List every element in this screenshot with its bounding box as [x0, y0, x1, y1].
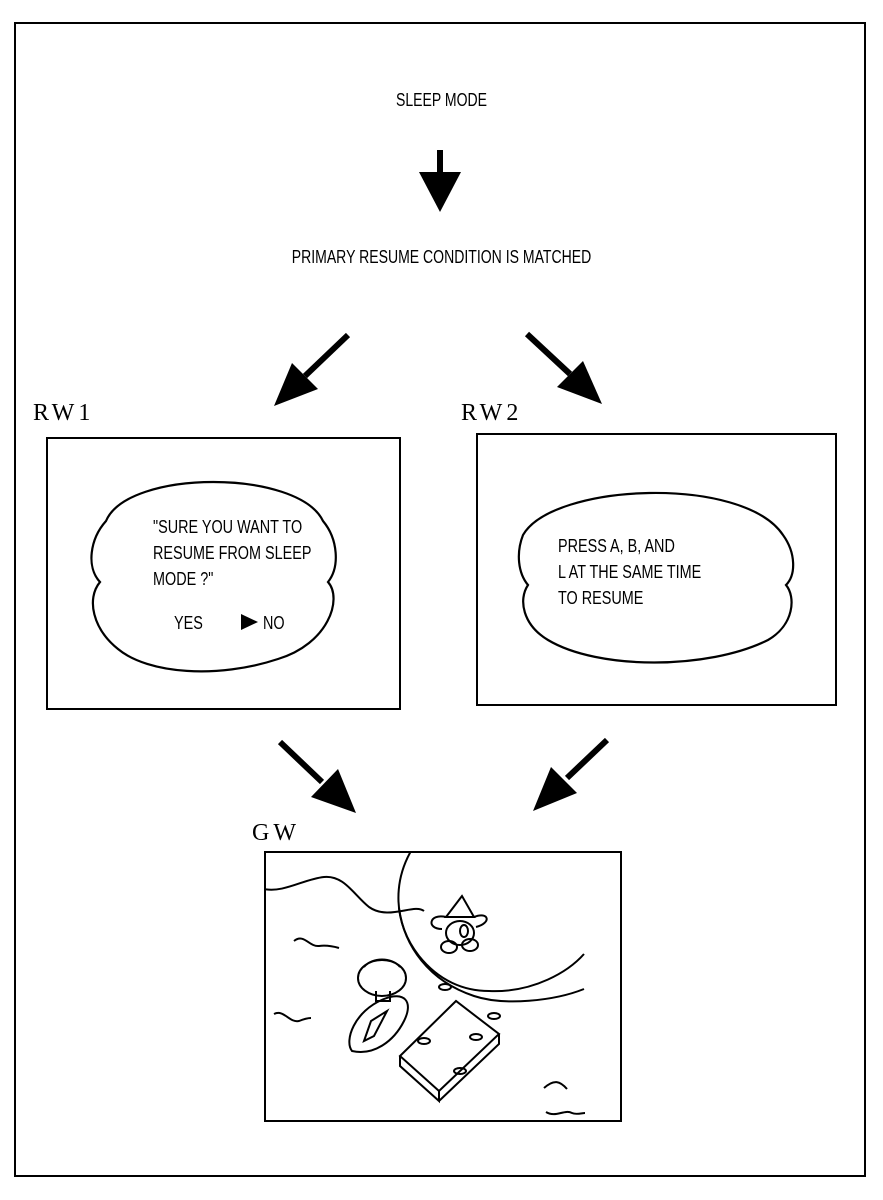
- message-line: L AT THE SAME TIME: [558, 562, 702, 582]
- no-option[interactable]: NO: [263, 613, 285, 633]
- arrow-down-right-icon: [524, 331, 602, 404]
- wave: [545, 1111, 586, 1116]
- message-line: PRESS A, B, AND: [558, 536, 675, 556]
- speech-bubble: [90, 481, 337, 673]
- boat: [348, 995, 409, 1053]
- rw1-message: "SURE YOU WANT TO RESUME FROM SLEEP MODE…: [153, 514, 311, 592]
- rw1-screen: "SURE YOU WANT TO RESUME FROM SLEEP MODE…: [46, 437, 401, 710]
- arrow-down-left-icon: [533, 737, 610, 811]
- rw2-screen: PRESS A, B, AND L AT THE SAME TIME TO RE…: [476, 433, 837, 706]
- rw1-label: RW1: [33, 400, 95, 426]
- message-line: TO RESUME: [558, 588, 644, 608]
- wave: [543, 1081, 568, 1090]
- sleep-mode-label: SLEEP MODE: [395, 90, 488, 110]
- island-edge: [398, 907, 585, 1003]
- message-line: MODE ?": [153, 569, 214, 589]
- character-icon: [430, 894, 488, 954]
- arrow-down-right-icon: [277, 739, 356, 813]
- gw-screen: [264, 851, 622, 1122]
- boat-character-icon: [357, 958, 407, 1002]
- game-scene: [266, 853, 586, 1116]
- arrow-down-left-icon: [274, 332, 351, 406]
- resume-condition-label: PRIMARY RESUME CONDITION IS MATCHED: [291, 247, 592, 267]
- message-line: RESUME FROM SLEEP: [153, 543, 312, 563]
- rw2-label: RW2: [461, 400, 523, 426]
- wave: [293, 937, 340, 949]
- wave: [273, 1011, 312, 1023]
- yes-option[interactable]: YES: [174, 613, 203, 633]
- island: [397, 853, 585, 993]
- arrow-down-icon: [419, 150, 461, 212]
- right-triangle-cursor-icon: [241, 614, 258, 630]
- diagram-frame: [14, 22, 866, 1177]
- rw2-message: PRESS A, B, AND L AT THE SAME TIME TO RE…: [558, 533, 701, 611]
- pier: [398, 983, 501, 1104]
- gw-label: GW: [252, 820, 300, 846]
- shoreline: [266, 875, 425, 914]
- speech-bubble: [517, 491, 795, 664]
- message-line: "SURE YOU WANT TO: [153, 517, 303, 537]
